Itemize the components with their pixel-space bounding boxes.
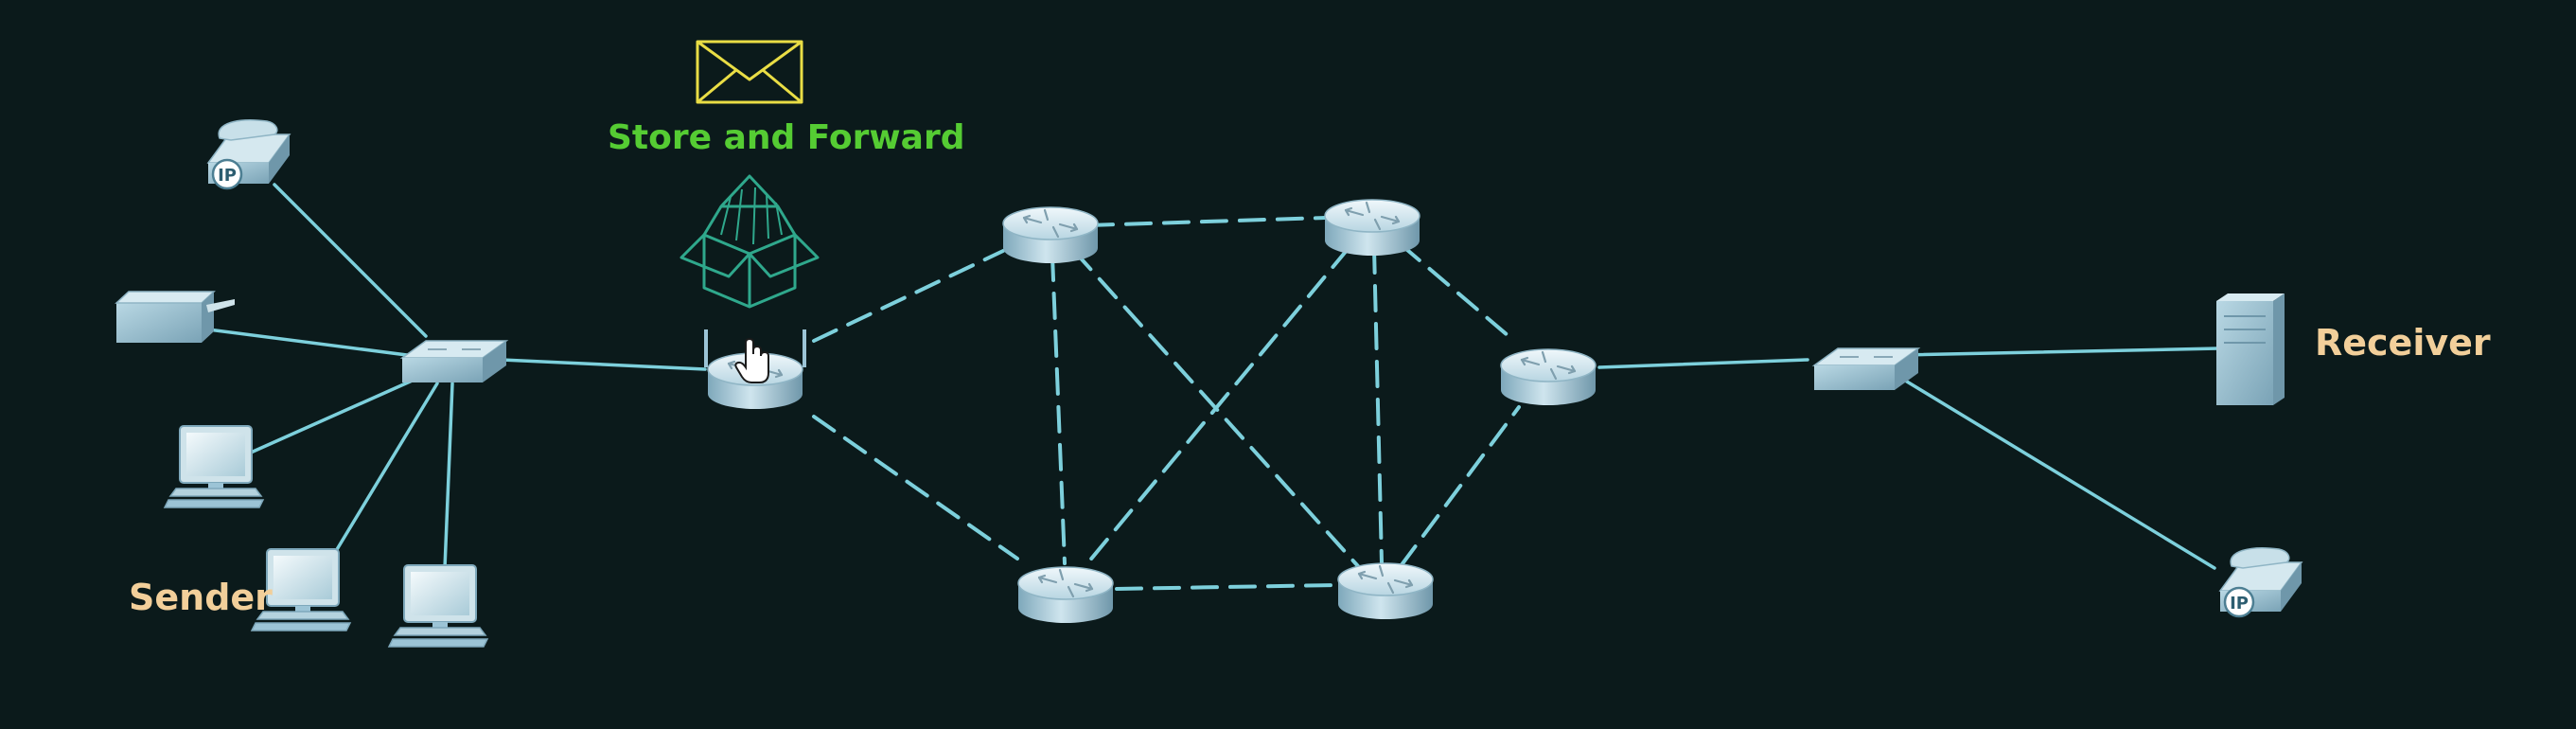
link-r1-r2	[1086, 216, 1327, 227]
computer-3	[388, 564, 488, 648]
computer-icon	[388, 564, 488, 648]
router-edge[interactable]	[704, 329, 806, 411]
links-dashed	[812, 216, 1521, 591]
router-icon	[1499, 347, 1597, 407]
switch-icon	[1813, 347, 1919, 391]
router-1	[1001, 205, 1100, 265]
switch-icon	[401, 340, 507, 383]
switch-left	[401, 340, 507, 383]
envelope-icon	[696, 40, 803, 104]
computer-1	[164, 425, 264, 508]
switch-right	[1813, 347, 1919, 391]
link-printer-switch	[206, 328, 409, 357]
link-r1-r4	[1050, 254, 1067, 565]
link-edge-r1	[812, 249, 1005, 343]
link-pc1-switch	[249, 377, 418, 454]
link-r2-r5	[1372, 246, 1384, 565]
link-switch-phone	[1900, 377, 2216, 570]
link-switch-server	[1900, 347, 2221, 357]
ip-phone-right: IP	[2218, 546, 2303, 618]
link-r2-r4	[1082, 246, 1350, 570]
link-router-right-switch	[1597, 358, 1809, 369]
router-icon	[1001, 205, 1100, 265]
sender-label: Sender	[129, 577, 273, 618]
router-icon	[1016, 565, 1115, 625]
printer	[115, 291, 235, 343]
computer-icon	[164, 425, 264, 508]
link-r5-r3	[1399, 405, 1521, 568]
ip-phone-left: IP	[206, 118, 291, 190]
links-solid	[206, 183, 2221, 570]
printer-icon	[116, 303, 202, 343]
ip-phone-right-label: IP	[2230, 594, 2249, 613]
ip-phone-left-label: IP	[218, 166, 237, 186]
receiver-label: Receiver	[2315, 322, 2491, 364]
router-3	[1499, 347, 1597, 407]
router-2	[1323, 198, 1421, 258]
link-switch-edge-router	[500, 358, 707, 371]
router-4	[1016, 565, 1115, 625]
router-5	[1336, 561, 1435, 621]
link-r4-r5	[1115, 583, 1336, 591]
store-and-forward-label: Store and Forward	[608, 118, 965, 157]
link-phone-switch	[273, 183, 428, 338]
server	[2216, 293, 2285, 405]
link-r2-r3	[1399, 242, 1516, 343]
router-icon	[1336, 561, 1435, 621]
link-pc-sender-switch	[334, 382, 439, 553]
server-icon	[2216, 301, 2273, 405]
router-icon	[1323, 198, 1421, 258]
link-edge-r4	[812, 415, 1019, 560]
link-pc3-switch	[443, 382, 454, 570]
hand-cursor-icon	[734, 337, 769, 383]
open-box-icon	[679, 174, 820, 309]
